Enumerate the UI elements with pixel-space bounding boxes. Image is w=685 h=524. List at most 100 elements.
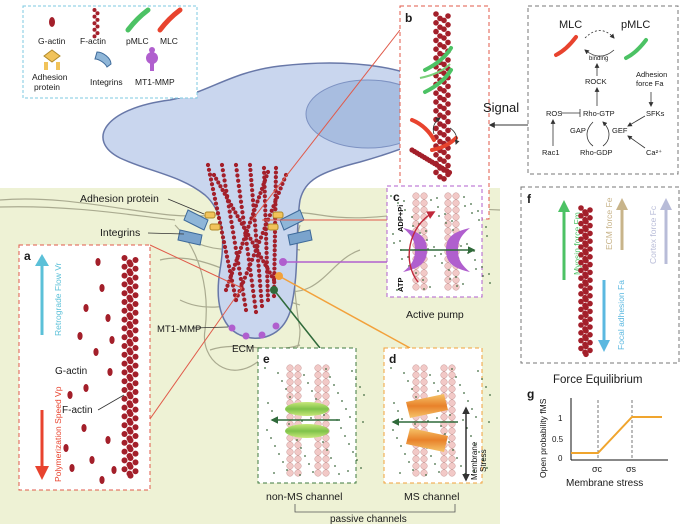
bundle-bead bbox=[261, 165, 267, 171]
ion-dot bbox=[403, 372, 405, 374]
ion-dot bbox=[462, 283, 464, 285]
panel-f-bead bbox=[587, 285, 593, 291]
bundle-bead bbox=[208, 177, 214, 182]
bundle-bead bbox=[225, 283, 230, 288]
panel-b-bead bbox=[445, 39, 451, 46]
ion-dot bbox=[390, 195, 392, 197]
legend-f-actin-bead bbox=[92, 8, 97, 12]
bundle-bead bbox=[246, 224, 251, 229]
lipid-head bbox=[286, 441, 294, 449]
panel-a-f-actin-bead bbox=[127, 314, 134, 321]
bundle-bead bbox=[237, 249, 242, 255]
ion-dot bbox=[478, 219, 480, 221]
bundle-bead bbox=[250, 283, 255, 288]
bundle-bead bbox=[258, 288, 263, 293]
panel-a-f-actin-filament bbox=[121, 255, 139, 479]
ion-dot bbox=[396, 289, 398, 291]
panel-b-bead bbox=[445, 118, 451, 125]
ion-dot bbox=[438, 471, 440, 473]
panel-a-f-actin-bead bbox=[121, 378, 128, 385]
bundle-bead bbox=[272, 266, 277, 271]
panel-a-f-actin-bead bbox=[121, 387, 128, 393]
lipid-head bbox=[440, 413, 448, 421]
bundle-bead bbox=[238, 194, 243, 199]
ion-dot bbox=[278, 453, 280, 455]
lipid-head bbox=[322, 364, 330, 372]
ion-dot bbox=[433, 246, 435, 248]
panel-f-bead bbox=[578, 213, 584, 219]
panel-f-bead bbox=[587, 207, 593, 213]
legend-f-actin-bead bbox=[92, 21, 97, 26]
bundle-bead bbox=[255, 199, 260, 204]
ion-dot bbox=[307, 382, 309, 384]
bundle-bead bbox=[249, 183, 254, 188]
panel-a-f-actin-bead bbox=[121, 369, 128, 376]
cortex-arrowhead bbox=[660, 198, 672, 210]
bundle-bead bbox=[231, 206, 236, 211]
lipid-head bbox=[444, 213, 452, 221]
lipid-head bbox=[286, 455, 294, 463]
passive-label: passive channels bbox=[330, 514, 407, 524]
ion-dot bbox=[455, 276, 457, 278]
panel-a-g-actin-bead bbox=[81, 424, 87, 432]
leader-adhesion bbox=[167, 198, 205, 215]
bundle-bead bbox=[246, 266, 251, 271]
lipid-head bbox=[412, 213, 420, 221]
zoom-line-a2 bbox=[149, 244, 243, 289]
ion-dot bbox=[296, 439, 298, 441]
ion-dot bbox=[399, 472, 401, 474]
panel-a-f-actin-bead bbox=[132, 353, 139, 360]
bundle-bead bbox=[220, 235, 226, 240]
panel-b-bead bbox=[445, 57, 451, 63]
lipid-head bbox=[448, 399, 456, 407]
bundle-bead bbox=[220, 187, 225, 193]
panel-b-bead bbox=[433, 28, 439, 35]
lipid-head bbox=[286, 364, 294, 372]
ion-dot bbox=[473, 470, 475, 472]
panel-a-f-actin-bead bbox=[121, 404, 128, 411]
panel-f-bead bbox=[578, 298, 584, 305]
panel-a-f-actin-bead bbox=[132, 345, 139, 351]
lipid-head bbox=[412, 392, 420, 400]
bundle-bead bbox=[263, 231, 269, 237]
panel-f-bead bbox=[578, 259, 584, 266]
lipid-head bbox=[452, 192, 460, 200]
ion-dot bbox=[422, 279, 424, 281]
bundle-bead bbox=[235, 254, 241, 259]
bundle-bead bbox=[257, 278, 262, 283]
bundle-bead bbox=[235, 214, 240, 219]
ion-dot bbox=[481, 266, 483, 268]
bundle-bead bbox=[264, 222, 269, 227]
lipid-head bbox=[412, 283, 420, 291]
sig-bind-arrow2 bbox=[584, 49, 615, 57]
lipid-head bbox=[444, 199, 452, 207]
lipid-head bbox=[420, 371, 428, 379]
panel-b-bead bbox=[433, 11, 439, 17]
bundle-bead bbox=[250, 193, 255, 198]
ion-dot bbox=[337, 392, 339, 394]
bundle-bead bbox=[259, 186, 265, 191]
non-ms-link bbox=[273, 289, 321, 349]
panel-a-g-actin-bead bbox=[77, 332, 83, 340]
bundle-bead bbox=[225, 259, 231, 264]
ion-dot bbox=[308, 463, 310, 465]
panel-b-bead bbox=[441, 96, 447, 103]
ion-dot bbox=[311, 390, 313, 392]
lipid-head bbox=[412, 364, 420, 372]
panel-a-f-actin-bead bbox=[121, 307, 128, 314]
ion-dot bbox=[411, 388, 413, 390]
bundle-bead bbox=[231, 235, 237, 240]
lipid-head bbox=[412, 462, 420, 470]
ion-dot bbox=[433, 382, 435, 384]
lipid-head bbox=[420, 283, 428, 291]
lipid-head bbox=[448, 364, 456, 372]
bundle-bead bbox=[256, 263, 261, 268]
legend-f-actin-bead bbox=[92, 27, 97, 32]
myosin-arrowhead bbox=[558, 200, 570, 212]
legend-f-actin: F-actin bbox=[80, 36, 106, 46]
bundle-bead bbox=[259, 303, 265, 309]
panel-a-f-actin-bead bbox=[127, 279, 134, 285]
panel-a-f-actin-bead bbox=[121, 272, 128, 279]
panel-f-bead bbox=[587, 215, 593, 221]
ion-dot bbox=[489, 394, 491, 396]
